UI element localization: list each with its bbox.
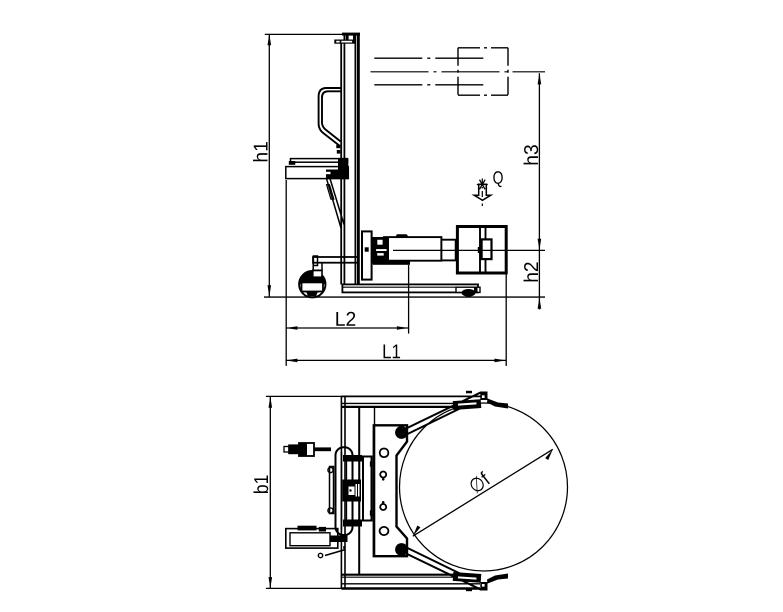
svg-text:Q: Q (493, 168, 504, 188)
svg-text:h1: h1 (251, 141, 273, 162)
svg-text:b1: b1 (251, 475, 273, 494)
svg-text:L1: L1 (382, 341, 401, 363)
svg-text:L2: L2 (335, 309, 357, 331)
svg-text:h2: h2 (521, 261, 543, 282)
svg-text:h3: h3 (521, 144, 543, 165)
